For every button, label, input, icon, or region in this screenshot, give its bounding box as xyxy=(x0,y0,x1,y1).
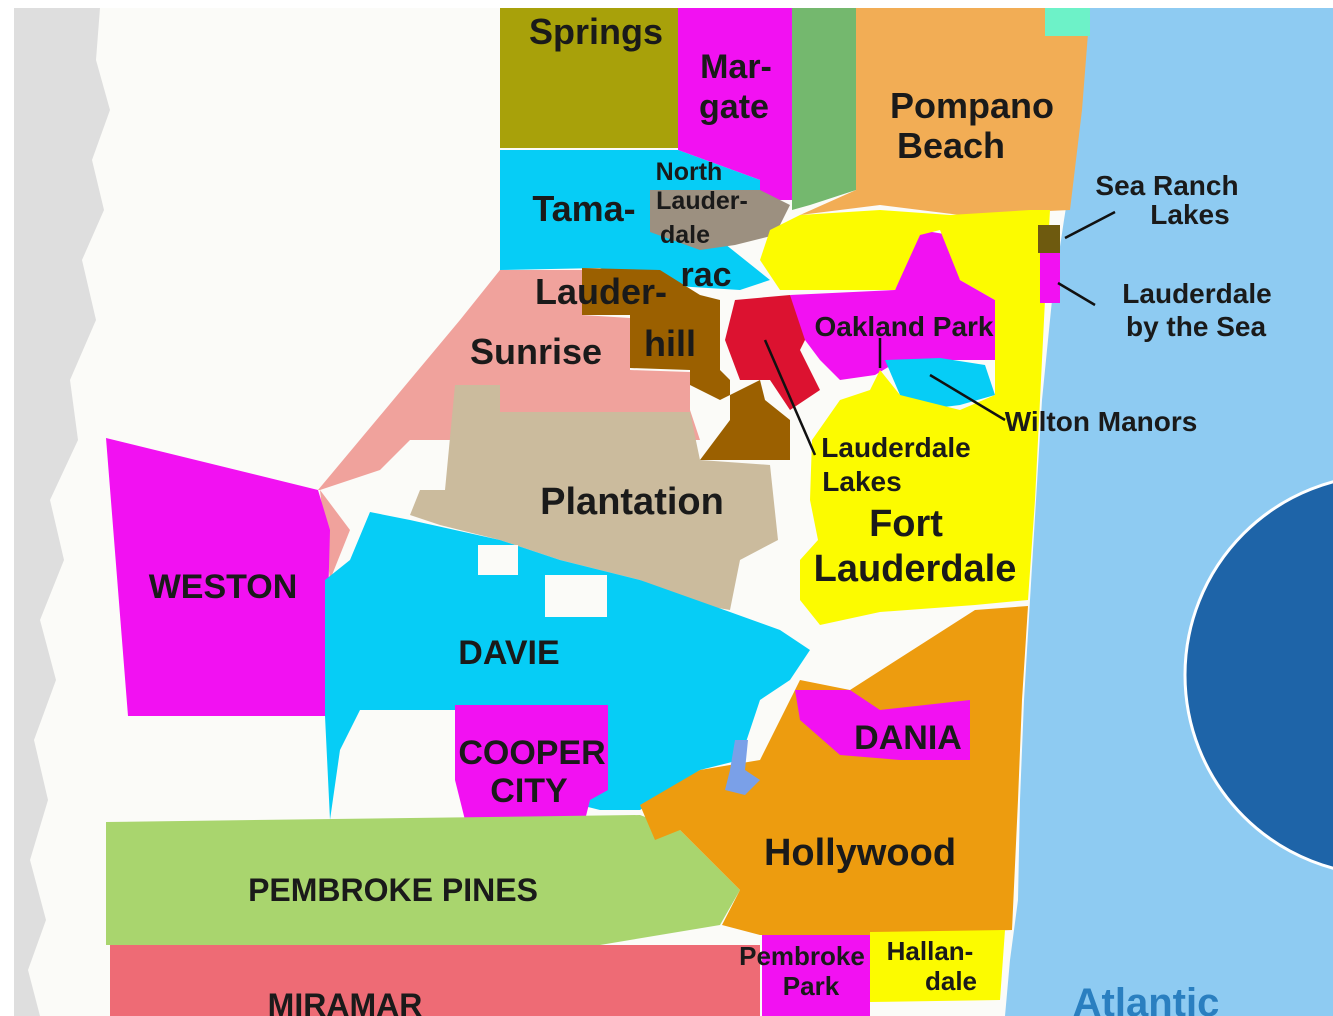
label-sea-ranch-line2: Lakes xyxy=(1150,199,1229,230)
label-oakland-park: Oakland Park xyxy=(815,311,994,342)
region-lauderhill[interactable] xyxy=(582,268,790,460)
label-atlantic: Atlantic xyxy=(1073,981,1220,1016)
region-green-strip[interactable] xyxy=(792,8,856,210)
label-lbts-line1: Lauderdale xyxy=(1122,278,1271,309)
region-fort-lauderdale[interactable] xyxy=(760,210,1050,625)
region-tamarac[interactable] xyxy=(500,150,770,290)
davie-unincorporated-2 xyxy=(478,545,518,575)
region-sea-ranch-lakes[interactable] xyxy=(1038,225,1060,253)
label-cooper-city-line2: CITY xyxy=(490,772,568,810)
region-hallandale[interactable] xyxy=(870,930,1005,1002)
label-dania: DANIA xyxy=(854,719,962,757)
region-weston[interactable] xyxy=(106,438,330,716)
region-hillsboro-teal[interactable] xyxy=(1045,8,1090,36)
label-lbts-line2: by the Sea xyxy=(1126,311,1266,342)
label-tamarac-line1: Tama- xyxy=(532,188,635,229)
label-weston: WESTON xyxy=(149,568,298,606)
label-pembroke-park-line1: Pembroke xyxy=(739,941,865,971)
region-plantation[interactable] xyxy=(410,385,778,610)
label-hollywood: Hollywood xyxy=(764,832,956,874)
region-coral-springs[interactable] xyxy=(500,8,678,148)
everglades-fringe xyxy=(14,8,110,1016)
leader-lauderdale-lakes xyxy=(763,339,817,456)
davie-unincorporated-3 xyxy=(360,710,455,820)
inset-circle xyxy=(1183,480,1333,870)
label-davie: DAVIE xyxy=(458,634,559,672)
region-pompano-beach[interactable] xyxy=(800,8,1090,215)
region-lauderdale-lakes[interactable] xyxy=(725,295,820,410)
label-sunrise: Sunrise xyxy=(470,331,602,372)
label-pompano-line1: Pompano xyxy=(890,85,1054,126)
leader-sea-ranch xyxy=(1064,210,1116,240)
davie-unincorporated-1 xyxy=(545,575,607,617)
label-lauderhill-line2: hill xyxy=(644,323,696,364)
label-fort-lauderdale-line2: Lauderdale xyxy=(814,548,1017,590)
label-hallandale-line1: Hallan- xyxy=(887,936,974,966)
label-springs: Springs xyxy=(529,11,663,52)
leader-lbts xyxy=(1057,281,1096,307)
label-margate-line1: Mar- xyxy=(700,48,772,86)
label-north-lauderdale-line1: North xyxy=(656,158,723,186)
label-lauderdale-lakes-line1: Lauderdale xyxy=(821,432,970,463)
label-lauderdale-lakes-line2: Lakes xyxy=(822,466,901,497)
label-plantation: Plantation xyxy=(540,481,724,523)
region-pembroke-pines[interactable] xyxy=(106,815,740,945)
label-lauderhill-line1: Lauder- xyxy=(535,271,667,312)
region-hollywood[interactable] xyxy=(640,606,1028,935)
region-oakland-park[interactable] xyxy=(790,230,995,380)
label-pembroke-park-line2: Park xyxy=(783,971,840,1001)
region-pembroke-park[interactable] xyxy=(762,935,870,1016)
lake-icon xyxy=(725,740,760,795)
label-pembroke-pines: PEMBROKE PINES xyxy=(248,872,538,908)
label-hallandale-line2: dale xyxy=(925,966,977,996)
label-fort-lauderdale-line1: Fort xyxy=(869,503,943,545)
label-north-lauderdale-line3: dale xyxy=(660,221,710,249)
leader-wilton-manors xyxy=(929,373,1006,422)
label-miramar: MIRAMAR xyxy=(268,987,423,1016)
label-cooper-city-line1: COOPER xyxy=(458,734,605,772)
region-north-lauderdale[interactable] xyxy=(650,190,790,250)
label-margate-line2: gate xyxy=(699,88,769,126)
region-margate[interactable] xyxy=(678,8,792,200)
label-pompano-line2: Beach xyxy=(897,125,1005,166)
label-wilton-manors: Wilton Manors xyxy=(1005,406,1198,437)
region-lauderdale-by-the-sea[interactable] xyxy=(1040,253,1060,303)
label-sea-ranch-line1: Sea Ranch xyxy=(1095,170,1238,201)
label-tamarac-line2: rac xyxy=(680,256,731,294)
region-miramar[interactable] xyxy=(110,945,760,1016)
region-cooper-city[interactable] xyxy=(455,705,608,820)
region-dania[interactable] xyxy=(795,690,970,760)
label-north-lauderdale-line2: Lauder- xyxy=(656,187,748,215)
